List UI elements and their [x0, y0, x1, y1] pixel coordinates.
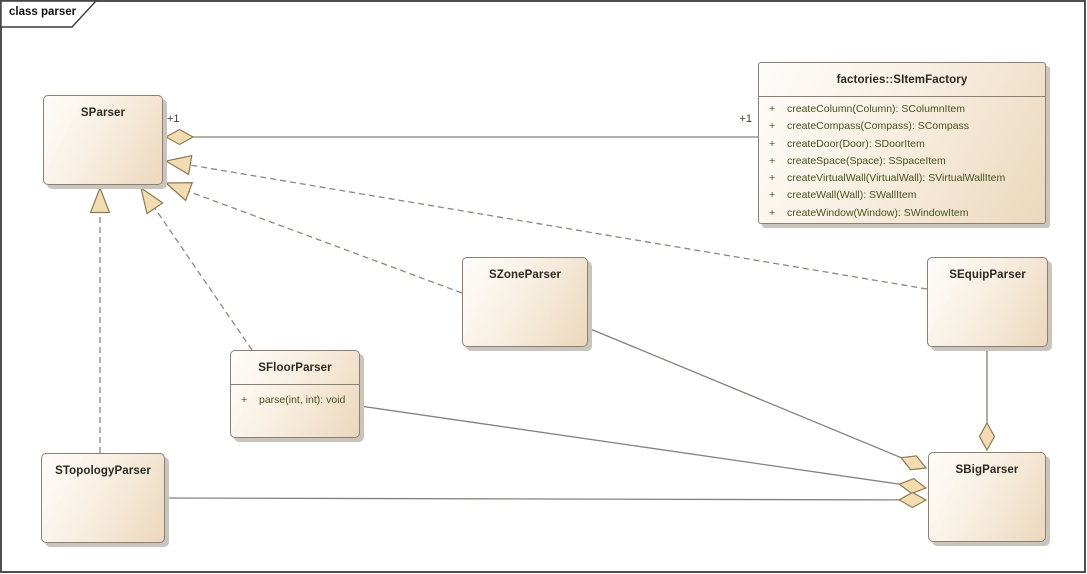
method-visibility: +	[769, 154, 776, 167]
method-visibility: +	[769, 137, 776, 150]
method-signature: createDoor(Door): SDoorItem	[787, 137, 925, 150]
method-visibility: +	[769, 189, 776, 202]
edge-stopologyparser-sbigparser-aggregation[interactable]	[164, 498, 926, 500]
class-sitemfactory[interactable]: factories::SItemFactory + createColumn(C…	[758, 62, 1046, 224]
multiplicity-label-factory-end: +1	[739, 113, 752, 125]
method-row: + createColumn(Column): SColumnItem	[759, 101, 1045, 118]
edge-sfloorparser-sparser-realization[interactable]	[141, 188, 253, 351]
method-visibility: +	[769, 172, 776, 185]
class-sfloorparser-title: SFloorParser	[231, 351, 359, 385]
class-szoneparser[interactable]: SZoneParser	[462, 257, 588, 347]
method-visibility: +	[241, 394, 248, 406]
method-row: + createDoor(Door): SDoorItem	[759, 136, 1045, 153]
method-signature: createSpace(Space): SSpaceItem	[787, 154, 946, 167]
class-sbigparser[interactable]: SBigParser	[928, 452, 1046, 542]
method-signature: createCompass(Compass): SCompass	[787, 120, 970, 133]
class-stopologyparser[interactable]: STopologyParser	[41, 453, 165, 543]
method-row: + createCompass(Compass): SCompass	[759, 118, 1045, 135]
class-sitemfactory-methods: + createColumn(Column): SColumnItem + cr…	[759, 97, 1045, 222]
method-visibility: +	[769, 120, 776, 133]
class-sbigparser-title: SBigParser	[955, 464, 1019, 476]
edge-sfloorparser-sbigparser-aggregation[interactable]	[359, 405, 926, 488]
method-row: + createSpace(Space): SSpaceItem	[759, 153, 1045, 170]
method-signature: createWindow(Window): SWindowItem	[787, 206, 969, 219]
method-signature: parse(int, int): void	[259, 394, 346, 406]
method-signature: createWall(Wall): SWallItem	[787, 189, 917, 202]
class-sequipparser[interactable]: SEquipParser	[927, 257, 1048, 347]
method-row: + createVirtualWall(VirtualWall): SVirtu…	[759, 170, 1045, 187]
edge-szoneparser-sbigparser-aggregation[interactable]	[587, 327, 926, 468]
multiplicity-label-sparser-end: +1	[167, 113, 180, 125]
method-signature: createVirtualWall(VirtualWall): SVirtual…	[787, 172, 1006, 185]
class-sparser[interactable]: SParser	[43, 95, 163, 185]
edge-sequipparser-sparser-realization[interactable]	[166, 161, 928, 290]
class-stopologyparser-title: STopologyParser	[55, 465, 151, 477]
edge-szoneparser-sparser-realization[interactable]	[166, 183, 463, 294]
class-sitemfactory-title: factories::SItemFactory	[759, 63, 1045, 97]
class-sfloorparser[interactable]: SFloorParser + parse(int, int): void	[230, 350, 360, 438]
method-row: + parse(int, int): void	[231, 392, 359, 409]
class-sparser-title: SParser	[80, 107, 126, 119]
class-sfloorparser-methods: + parse(int, int): void	[231, 385, 359, 409]
diagram-frame-tab	[0, 0, 98, 28]
method-signature: createColumn(Column): SColumnItem	[787, 103, 965, 115]
method-visibility: +	[769, 103, 776, 115]
method-row: + createWall(Wall): SWallItem	[759, 187, 1045, 204]
method-row: + createWindow(Window): SWindowItem	[759, 205, 1045, 222]
frame-title: class parser	[9, 6, 77, 18]
method-visibility: +	[769, 206, 776, 219]
class-szoneparser-title: SZoneParser	[488, 269, 562, 281]
class-sequipparser-title: SEquipParser	[949, 269, 1026, 281]
